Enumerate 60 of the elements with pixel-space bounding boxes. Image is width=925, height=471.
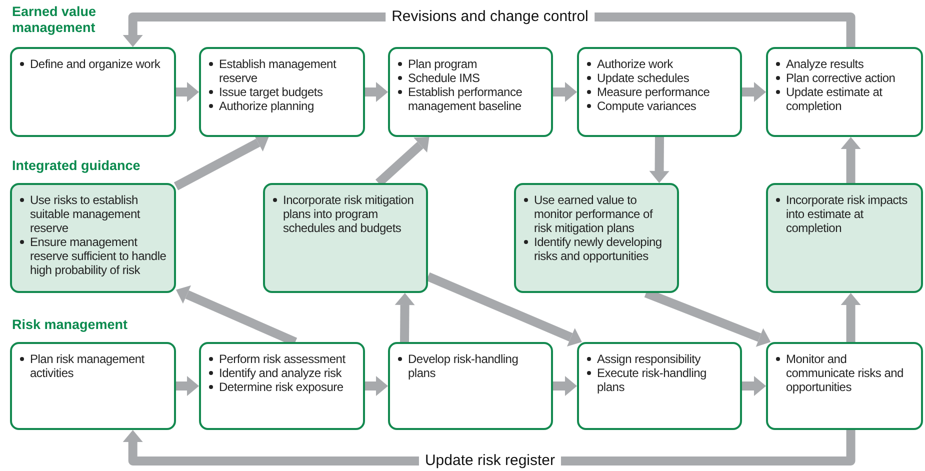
arrow <box>553 82 577 102</box>
bullet-item: Plan program <box>408 57 478 71</box>
bullet-item: Determine risk exposure <box>219 380 344 394</box>
process-box <box>577 342 742 430</box>
bullet-item: Issue target budgets <box>219 85 323 99</box>
process-box <box>766 47 923 137</box>
process-box <box>577 47 742 137</box>
arrow <box>426 272 582 346</box>
bullet-item: Plan corrective action <box>786 71 896 85</box>
bullet-item: Compute variances <box>597 99 696 113</box>
bullet-item: Establish management reserve <box>219 57 338 85</box>
bullet-item: Analyze results <box>786 57 864 71</box>
bullet-item: Plan risk management activities <box>30 352 146 380</box>
bullet-item: Identify newly developing risks and opportunities <box>534 235 663 263</box>
process-box <box>10 47 176 137</box>
arrow <box>365 376 388 396</box>
bullet-item: Schedule IMS <box>408 71 480 85</box>
arrow <box>176 82 199 102</box>
arrow <box>553 376 577 396</box>
arrow <box>742 376 766 396</box>
process-box <box>199 342 365 430</box>
guidance-box <box>766 183 923 293</box>
bullet-item: Identify and analyze risk <box>219 366 342 380</box>
arrow <box>394 293 415 342</box>
bullet-item: Measure performance <box>597 85 710 99</box>
arrow <box>365 82 388 102</box>
bullet-item: Update schedules <box>597 71 690 85</box>
arrow <box>176 376 199 396</box>
section-heading: Risk management <box>12 317 128 333</box>
bullet-item: Authorize planning <box>219 99 314 113</box>
bullet-item: Monitor and communicate risks and opportunities <box>786 352 904 394</box>
process-box <box>766 342 923 430</box>
arrow <box>840 293 861 342</box>
edge-label: Update risk register <box>418 452 562 470</box>
bullet-item: Authorize work <box>597 57 673 71</box>
bullet-item: Incorporate risk mitigation plans into program schedules and budgets <box>283 193 415 235</box>
process-box <box>199 47 365 137</box>
bullet-item: Update estimate at completion <box>786 85 884 113</box>
edge-label: Revisions and change control <box>386 8 594 26</box>
bullet-item: Incorporate risk impacts into estimate at completion <box>786 193 908 235</box>
bullet-item: Use earned value to monitor performance of risk mitigation plans <box>534 193 654 235</box>
bullet-item: Ensure management reserve sufficient to handle high probability of risk <box>30 235 168 277</box>
bullet-item: Execute risk-handling plans <box>597 366 708 394</box>
bullet-item: Establish performance management baseline <box>408 85 524 113</box>
bullet-item: Use risks to establish suitable management reserve <box>30 193 142 235</box>
bullet-item: Develop risk-handling plans <box>408 352 520 380</box>
bullet-item: Perform risk assessment <box>219 352 346 366</box>
bullet-item: Assign responsibility <box>597 352 700 366</box>
section-heading: Integrated guidance <box>12 158 140 174</box>
guidance-box <box>263 183 428 293</box>
section-heading: Earned value management <box>12 4 98 36</box>
arrow <box>742 82 766 102</box>
arrow <box>649 136 670 183</box>
process-box <box>388 342 553 430</box>
process-box <box>388 47 553 137</box>
guidance-box <box>514 183 679 293</box>
arrow <box>840 137 861 183</box>
guidance-box <box>10 183 176 293</box>
process-box <box>10 342 176 430</box>
bullet-item: Define and organize work <box>30 57 160 71</box>
